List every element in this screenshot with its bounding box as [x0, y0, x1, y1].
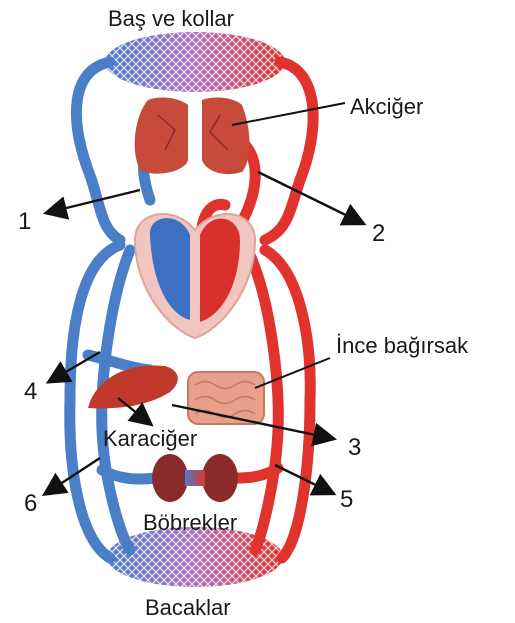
label-liver: Karaciğer — [103, 428, 197, 450]
kidneys — [152, 454, 238, 502]
number-4: 4 — [24, 380, 37, 404]
number-2: 2 — [372, 222, 385, 246]
label-lungs: Akciğer — [350, 96, 423, 118]
heart — [135, 214, 255, 338]
arrow-2 — [258, 172, 360, 222]
label-kidneys: Böbrekler — [143, 512, 237, 534]
artery-superior — [265, 62, 313, 240]
label-head-arms: Baş ve kollar — [108, 8, 234, 30]
number-1: 1 — [18, 210, 31, 234]
number-6: 6 — [24, 492, 37, 516]
head-capillary-bed — [105, 32, 285, 92]
vein-kidney — [102, 470, 155, 479]
number-3: 3 — [348, 436, 361, 460]
label-small-intestine: İnce bağırsak — [336, 335, 468, 357]
artery-kidney — [235, 468, 278, 478]
vein-superior — [76, 62, 120, 240]
lungs — [135, 98, 250, 175]
leader-intestine — [255, 358, 330, 388]
leader-lungs — [232, 103, 345, 125]
number-5: 5 — [340, 488, 353, 512]
label-legs: Bacaklar — [145, 597, 231, 619]
